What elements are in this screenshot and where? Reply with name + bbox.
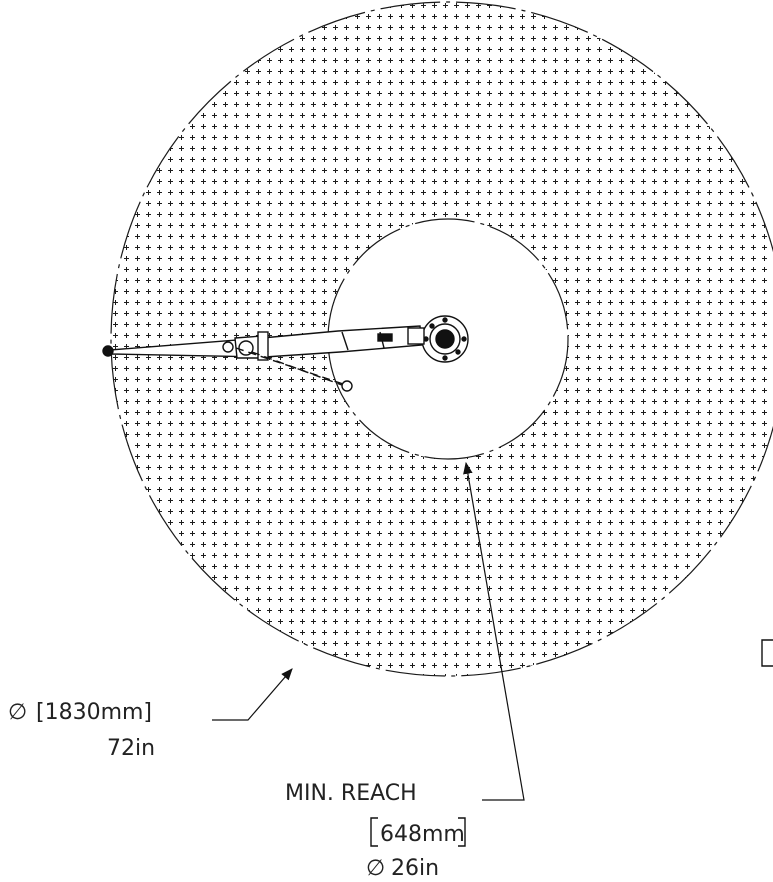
arm-alternate-position xyxy=(235,347,353,392)
leader-lines xyxy=(212,461,525,801)
min-reach-label: MIN. REACH xyxy=(285,781,417,806)
min-reach-bracket-left xyxy=(370,817,378,847)
min-reach-bracket-right xyxy=(458,817,466,847)
clipped-bracket xyxy=(761,639,773,667)
arm-base xyxy=(421,315,469,363)
min-reach-dimension: MIN. REACH 648mm ∅ 26in xyxy=(285,781,466,881)
arm-segments xyxy=(102,325,425,361)
min-diameter-symbol: ∅ xyxy=(366,856,385,881)
outer-diameter-symbol: ∅ xyxy=(8,700,27,725)
outer-reach-boundary xyxy=(110,1,773,677)
outer-reach-imperial: 72in xyxy=(107,736,155,761)
outer-reach-leader xyxy=(212,668,293,721)
min-reach-leader xyxy=(463,461,525,801)
outer-reach-metric: [1830mm] xyxy=(36,700,152,725)
min-reach-boundary xyxy=(327,218,569,460)
min-reach-imperial: 26in xyxy=(391,856,439,881)
min-reach-metric: 648mm xyxy=(380,822,465,847)
outer-reach-dimension: ∅ [1830mm] 72in xyxy=(8,700,155,761)
robot-arm xyxy=(102,315,469,392)
